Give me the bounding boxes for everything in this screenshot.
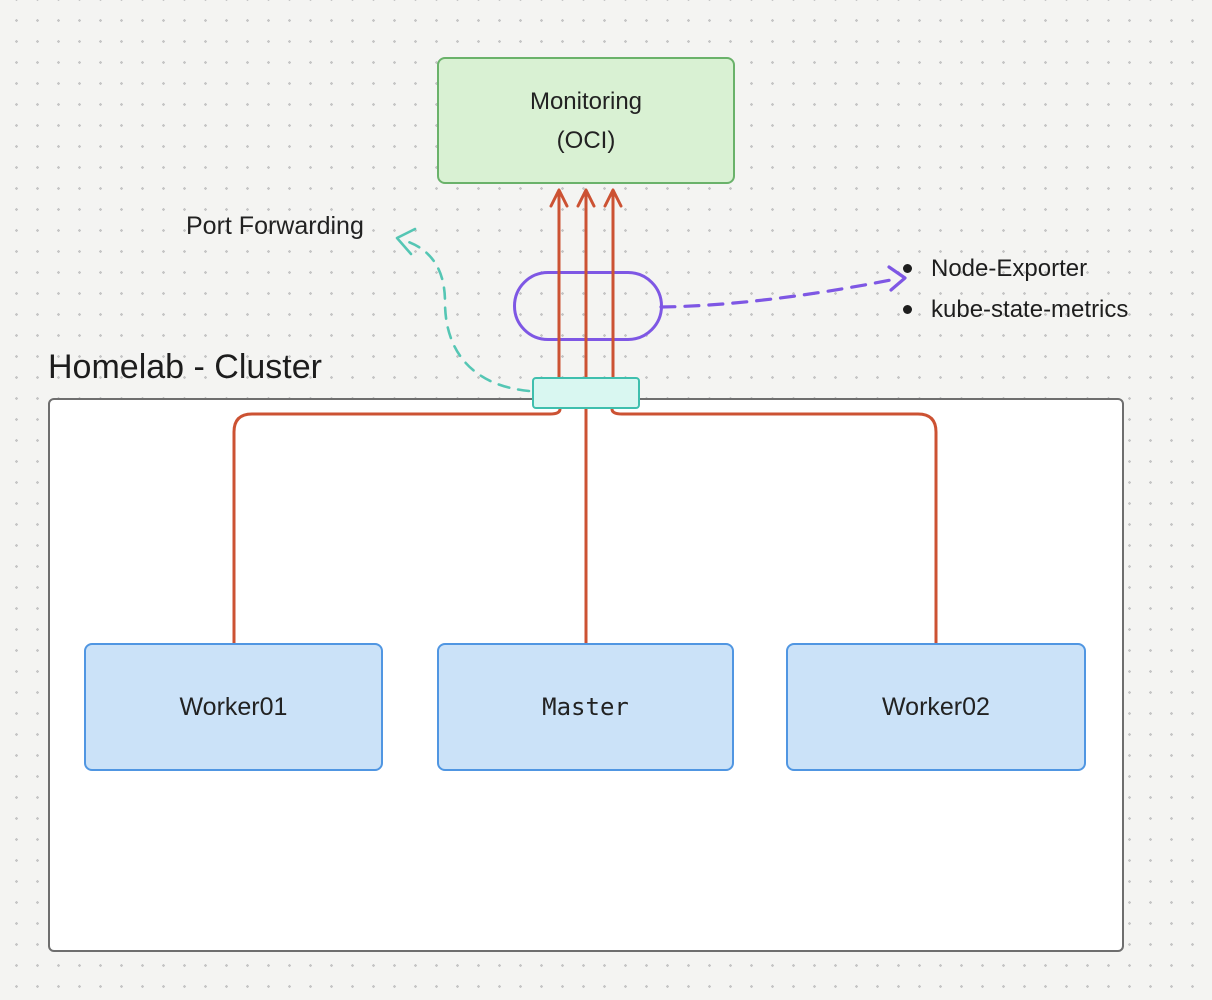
master-label: Master bbox=[542, 693, 629, 721]
node-worker01: Worker01 bbox=[84, 643, 383, 771]
cluster-title: Homelab - Cluster bbox=[48, 348, 322, 386]
node-ingress bbox=[532, 377, 640, 409]
monitoring-label-line2: (OCI) bbox=[556, 126, 616, 154]
worker02-label: Worker02 bbox=[882, 692, 990, 721]
exporters-pill bbox=[513, 271, 663, 341]
worker01-label: Worker01 bbox=[179, 692, 288, 721]
port-forwarding-arrow bbox=[395, 227, 531, 393]
port-forwarding-label: Port Forwarding bbox=[186, 212, 364, 240]
bullet-icon bbox=[903, 264, 912, 273]
node-monitoring: Monitoring (OCI) bbox=[437, 57, 735, 184]
bullet-icon bbox=[903, 305, 912, 314]
list-item: kube-state-metrics bbox=[903, 289, 1128, 330]
monitoring-label-line1: Monitoring bbox=[529, 87, 643, 115]
exporter-item-label: kube-state-metrics bbox=[931, 295, 1129, 323]
exporters-arrow bbox=[659, 265, 907, 309]
exporter-item-label: Node-Exporter bbox=[931, 254, 1088, 282]
exporters-list: Node-Exporter kube-state-metrics bbox=[903, 248, 1128, 330]
list-item: Node-Exporter bbox=[903, 248, 1128, 289]
node-worker02: Worker02 bbox=[786, 643, 1086, 771]
node-master: Master bbox=[437, 643, 734, 771]
